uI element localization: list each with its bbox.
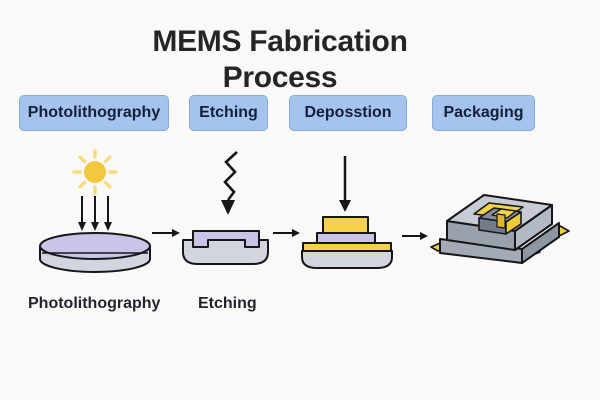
flow-arrow-icon — [152, 229, 180, 237]
deposition-arrow-icon — [339, 156, 351, 212]
flow-arrow-icon — [402, 232, 428, 240]
caption-photolithography: Photolithography — [28, 295, 161, 312]
etching-illustration — [182, 151, 269, 265]
etched-substrate-icon — [182, 230, 269, 265]
chip-package-icon — [430, 194, 570, 264]
deposition-illustration — [301, 156, 393, 269]
process-illustrations — [39, 149, 570, 273]
wafer-icon — [39, 232, 151, 273]
step-box-deposition: Deposstion — [289, 95, 407, 131]
etch-zigzag-arrow-icon — [221, 151, 238, 215]
caption-etching: Etching — [198, 295, 257, 312]
flow-arrow-icon — [273, 229, 300, 237]
uv-light-arrows-icon — [78, 196, 112, 231]
step-box-etching: Etching — [189, 95, 268, 131]
photolithography-illustration — [39, 149, 151, 273]
step-box-packaging: Packaging — [432, 95, 535, 131]
packaging-illustration — [430, 194, 570, 264]
step-box-photolithography: Photolithography — [19, 95, 169, 131]
page-title: MEMS Fabrication Process — [152, 25, 408, 94]
deposition-stack-icon — [301, 216, 393, 269]
sun-icon — [72, 149, 118, 195]
